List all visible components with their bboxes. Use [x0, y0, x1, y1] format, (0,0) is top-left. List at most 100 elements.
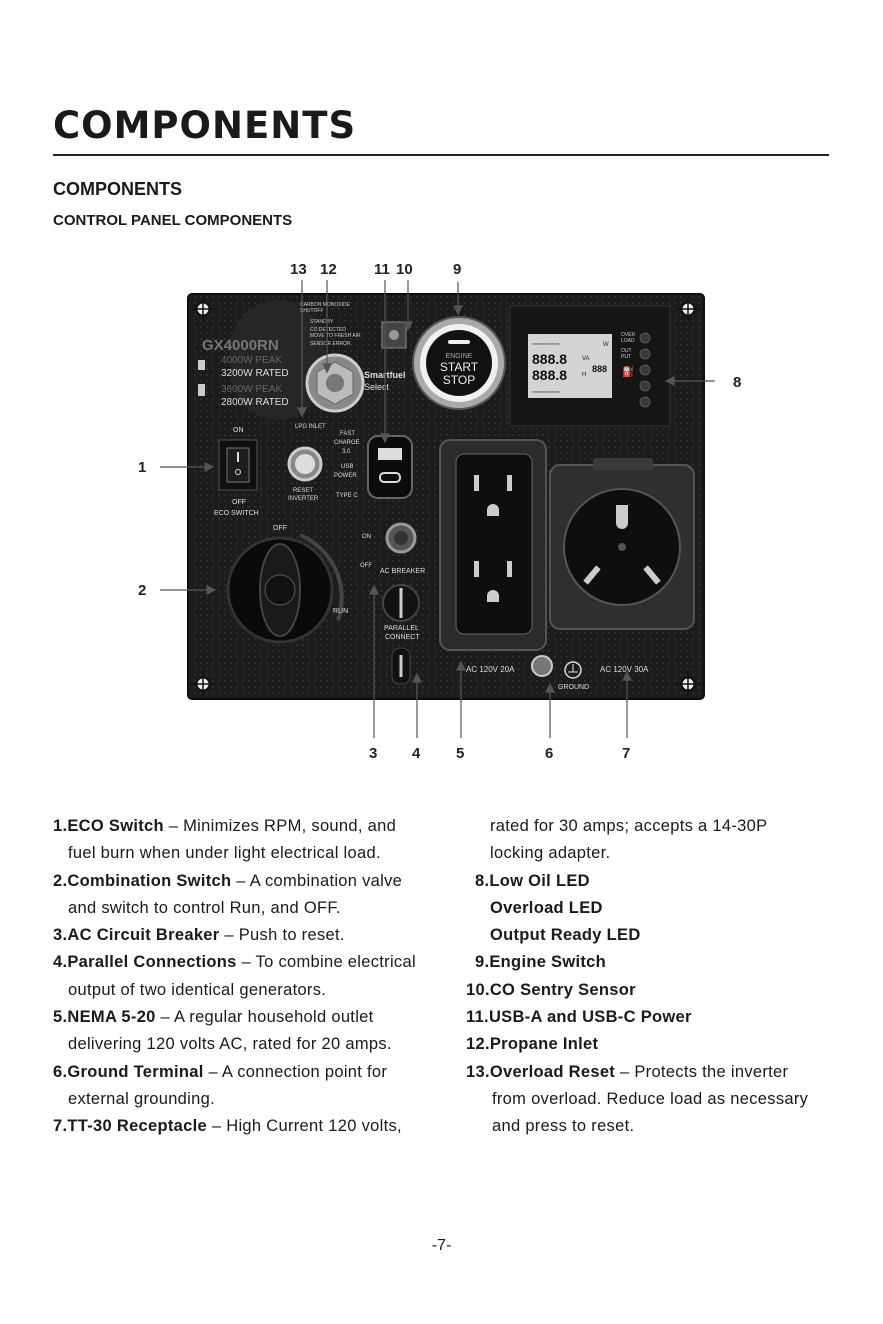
component-list-right: rated for 30 amps; accepts a 14-30P lock…	[466, 813, 808, 1141]
ground-label: GROUND	[558, 684, 589, 691]
list-item: 6.Ground Terminal – A connection point f…	[53, 1062, 388, 1081]
callout-11: 11	[374, 261, 390, 278]
list-item-continued: Overload LED	[490, 898, 603, 917]
callout-13: 13	[290, 261, 307, 278]
callout-numbers: 13 12 11 10 9 1 2 8 3 4 5 6 7	[138, 261, 741, 762]
component-list-left: 1.ECO Switch – Minimizes RPM, sound, and…	[53, 813, 416, 1141]
engine-label: ENGINE	[446, 353, 473, 360]
list-item: 12.Propane Inlet	[466, 1035, 599, 1054]
list-item-continued: output of two identical generators.	[68, 980, 327, 999]
callout-3: 3	[369, 745, 377, 762]
peak-rating-2: 3600W PEAK	[221, 384, 282, 395]
list-item: 2.Combination Switch – A combination val…	[53, 871, 403, 890]
list-item-continued: locking adapter.	[490, 844, 611, 863]
co-label-1: CARBON MONOXIDE	[300, 302, 351, 308]
start-label: START	[440, 360, 479, 374]
callout-7: 7	[622, 745, 630, 762]
ac-20a-label: AC 120V 20A	[466, 665, 515, 674]
callout-5: 5	[456, 745, 464, 762]
rated-rating-2: 2800W RATED	[221, 397, 289, 408]
list-item: 5.NEMA 5-20 – A regular household outlet	[53, 1008, 374, 1027]
list-item: 10.CO Sentry Sensor	[466, 980, 636, 999]
ac-breaker-label: AC BREAKER	[380, 568, 425, 575]
inverter-label: INVERTER	[288, 496, 319, 502]
breaker-off-label: OFF	[360, 563, 372, 569]
indicator-leds	[639, 332, 651, 408]
ac-30a-label: AC 120V 30A	[600, 665, 649, 674]
control-panel-figure: GX4000RN 4000W PEAK 3200W RATED 3600W PE…	[0, 250, 883, 770]
output-label-2: PUT	[621, 354, 631, 360]
model-label: GX4000RN	[202, 337, 279, 354]
list-item: 1.ECO Switch – Minimizes RPM, sound, and	[53, 817, 397, 835]
rated-rating-1: 3200W RATED	[221, 368, 289, 379]
list-item-continued: fuel burn when under light electrical lo…	[68, 844, 381, 863]
eco-off-label: OFF	[232, 499, 246, 506]
list-item-continued: and press to reset.	[492, 1117, 635, 1136]
list-item-continued: and switch to control Run, and OFF.	[68, 898, 341, 917]
eco-switch-label: ECO SWITCH	[214, 510, 259, 517]
lcd-va-label: VA	[582, 356, 590, 362]
title-divider	[53, 154, 829, 156]
co-label-6: SENSOR ERROR	[310, 341, 351, 347]
fast-label: FAST	[340, 431, 355, 437]
overload-label-2: LOAD	[621, 338, 635, 344]
connect-label: CONNECT	[385, 634, 420, 641]
subsection-heading: CONTROL PANEL COMPONENTS	[53, 212, 293, 229]
overload-label-1: OVER	[621, 332, 636, 338]
list-item-continued: delivering 120 volts AC, rated for 20 am…	[68, 1035, 392, 1054]
list-item: 9.Engine Switch	[475, 953, 607, 972]
callout-2: 2	[138, 582, 146, 599]
svg-text:▫▫▫▫▫▫▫▫▫▫▫: ▫▫▫▫▫▫▫▫▫▫▫	[532, 389, 559, 396]
usb-c-port[interactable]	[379, 472, 401, 483]
co-label-5: MOVE TO FRESH AIR	[310, 333, 361, 339]
svg-text:⛽: ⛽	[622, 365, 634, 378]
breaker-on-label: ON	[362, 534, 371, 540]
peak-rating-1: 4000W PEAK	[221, 355, 282, 366]
stop-label: STOP	[443, 373, 475, 387]
list-item: 13.Overload Reset – Protects the inverte…	[466, 1062, 789, 1081]
list-item-continued: external grounding.	[68, 1089, 215, 1108]
eco-on-label: ON	[233, 427, 244, 434]
lcd-h-label: H	[582, 372, 586, 378]
list-item: 3.AC Circuit Breaker – Push to reset.	[53, 926, 345, 945]
callout-6: 6	[545, 745, 553, 762]
list-item: 8.Low Oil LED	[475, 871, 590, 890]
callout-1: 1	[138, 459, 146, 476]
list-item-continued: rated for 30 amps; accepts a 14-30P	[490, 817, 768, 835]
list-item-continued: Output Ready LED	[490, 926, 641, 945]
callout-leaders	[160, 280, 715, 738]
callout-8: 8	[733, 374, 741, 391]
lcd-screen	[528, 334, 612, 398]
callout-9: 9	[453, 261, 461, 278]
co-label-4: CO DETECTED	[310, 327, 346, 333]
list-item: 4.Parallel Connections – To combine elec…	[53, 953, 416, 972]
smartfuel-select-label: Select	[364, 382, 390, 392]
callout-12: 12	[320, 261, 337, 278]
usb-port-block	[367, 435, 413, 499]
charge-version-label: 3.0	[342, 449, 351, 455]
control-panel-diagram: GX4000RN 4000W PEAK 3200W RATED 3600W PE…	[138, 261, 741, 762]
callout-10: 10	[396, 261, 413, 278]
charge-label: CHARGE	[334, 440, 360, 446]
power-label: POWER	[334, 473, 357, 479]
list-item: 7.TT-30 Receptacle – High Current 120 vo…	[53, 1117, 402, 1136]
nema-5-20-outlet[interactable]	[455, 453, 533, 635]
svg-text:888.8: 888.8	[532, 367, 567, 383]
output-label-1: OUT	[621, 348, 632, 354]
usb-a-port[interactable]	[378, 448, 402, 460]
svg-text:888.8: 888.8	[532, 351, 567, 367]
lpg-inlet-label: LPG INLET	[295, 424, 326, 430]
page-title: COMPONENTS	[53, 104, 357, 147]
usb-label: USB	[341, 464, 353, 470]
ground-terminal[interactable]	[531, 655, 553, 677]
list-item: 11.USB-A and USB-C Power	[466, 1008, 692, 1027]
list-item-continued: from overload. Reduce load as necessary	[492, 1089, 809, 1108]
parallel-label: PARALLEL	[384, 625, 419, 632]
co-label-3: STANDBY	[310, 319, 334, 325]
section-heading: COMPONENTS	[53, 179, 183, 199]
page-number: -7-	[431, 1237, 452, 1254]
reset-label: RESET	[293, 488, 313, 494]
dial-run-label: RUN	[333, 608, 348, 615]
callout-4: 4	[412, 745, 421, 762]
dial-off-label: OFF	[273, 525, 287, 532]
